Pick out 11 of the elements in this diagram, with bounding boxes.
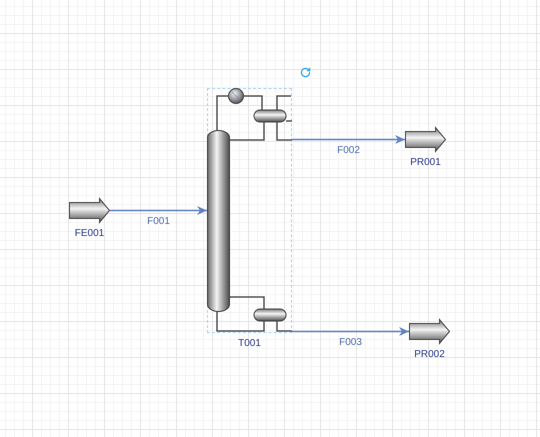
node-label: FE001 (74, 228, 104, 240)
edge-label: F001 (147, 216, 170, 228)
flow-arrow (110, 206, 207, 215)
node-label: T001 (238, 338, 261, 350)
edge-label: F003 (339, 336, 362, 348)
flow-arrow (292, 327, 409, 336)
flow-arrow (292, 135, 405, 144)
node-label: PR001 (410, 157, 441, 169)
node-label: PR002 (414, 349, 445, 361)
edge-label: F002 (337, 144, 360, 156)
column-vessel (207, 130, 230, 312)
